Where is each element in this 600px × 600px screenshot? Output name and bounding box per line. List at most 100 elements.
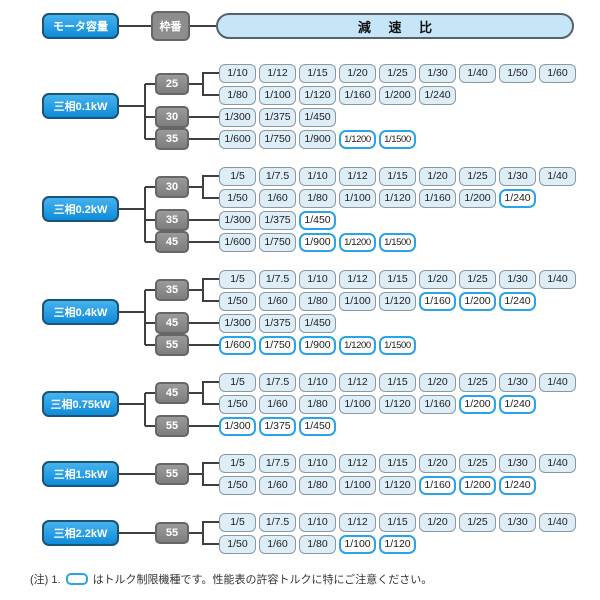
connector-line <box>119 311 145 313</box>
frame-number-header-box: 枠番 <box>151 11 190 41</box>
ratio-box-torque-limited: 1/200 <box>459 291 496 311</box>
ratio-box-torque-limited: 1/240 <box>499 188 536 208</box>
motor-capacity-box: 三相0.1kW <box>42 93 119 119</box>
frame-number-cell: 55 <box>155 334 189 356</box>
ratio-box: 1/450 <box>299 313 336 333</box>
ratio-box: 1/5 <box>219 372 256 392</box>
ratio-box-torque-limited: 1/240 <box>499 394 536 414</box>
ratio-box: 1/30 <box>499 453 536 473</box>
ratio-box: 1/15 <box>299 63 336 83</box>
ratio-box: 1/7.5 <box>259 166 296 186</box>
ratio-box: 1/50 <box>219 188 256 208</box>
ratio-box-torque-limited: 1/240 <box>499 291 536 311</box>
ratio-box: 1/80 <box>299 291 336 311</box>
connector-line <box>144 290 146 345</box>
ratio-box: 1/120 <box>379 394 416 414</box>
ratio-box-torque-limited: 1/750 <box>259 335 296 355</box>
frame-number-box: 45 <box>155 382 189 404</box>
ratio-box: 1/30 <box>499 512 536 532</box>
motor-capacity-box: 三相0.75kW <box>42 391 119 417</box>
ratio-box: 1/80 <box>299 534 336 554</box>
frame-number-cell: 30 <box>155 106 189 128</box>
ratio-box: 1/40 <box>539 372 576 392</box>
connector-line <box>202 382 204 404</box>
frame-number-cell: 55 <box>155 522 189 544</box>
ratio-box: 1/20 <box>419 166 456 186</box>
frame-number-box: 25 <box>155 73 189 95</box>
frame-number-box: 55 <box>155 463 189 485</box>
ratio-box-torque-limited: 1/100 <box>339 534 376 554</box>
frame-number-cell: 30 <box>155 176 189 198</box>
ratio-box: 1/20 <box>419 453 456 473</box>
motor-capacity-cell: 三相0.75kW <box>42 391 119 417</box>
frame-number-cell: 45 <box>155 231 189 253</box>
frame-number-cell: 25 <box>155 73 189 95</box>
ratio-box-torque-limited: 1/200 <box>459 394 496 414</box>
ratio-box: 1/200 <box>379 85 416 105</box>
connector-line <box>144 393 146 426</box>
frame-number-cell: 55 <box>155 463 189 485</box>
ratio-box: 1/450 <box>299 107 336 127</box>
ratio-box: 1/375 <box>259 107 296 127</box>
ratio-box-torque-limited: 1/300 <box>219 416 256 436</box>
ratio-box-torque-limited: 1/200 <box>459 475 496 495</box>
ratio-box: 1/750 <box>259 232 296 252</box>
connector-line <box>144 84 146 139</box>
ratio-box: 1/240 <box>419 85 456 105</box>
ratio-box-torque-limited: 1/450 <box>299 416 336 436</box>
ratio-box: 1/10 <box>299 512 336 532</box>
ratio-box-torque-limited: 1/1200 <box>339 335 376 355</box>
ratio-box: 1/30 <box>499 372 536 392</box>
ratio-box: 1/20 <box>419 372 456 392</box>
motor-capacity-cell: 三相2.2kW <box>42 520 119 546</box>
ratio-box: 1/15 <box>379 512 416 532</box>
ratio-box: 1/600 <box>219 232 256 252</box>
frame-number-box: 55 <box>155 522 189 544</box>
ratio-box: 1/15 <box>379 269 416 289</box>
ratio-box: 1/5 <box>219 512 256 532</box>
frame-number-box: 30 <box>155 106 189 128</box>
connector-line <box>202 279 204 301</box>
ratio-box: 1/40 <box>539 269 576 289</box>
ratio-box: 1/12 <box>339 269 376 289</box>
ratio-box: 1/60 <box>539 63 576 83</box>
ratio-box: 1/25 <box>459 269 496 289</box>
ratio-box: 1/25 <box>459 453 496 473</box>
frame-number-box: 35 <box>155 128 189 150</box>
ratio-box: 1/25 <box>459 166 496 186</box>
connector-line <box>119 208 145 210</box>
ratio-box: 1/50 <box>219 291 256 311</box>
torque-limited-legend-box <box>65 573 88 585</box>
ratio-box-torque-limited: 1/240 <box>499 475 536 495</box>
frame-number-box: 35 <box>155 209 189 231</box>
ratio-box-torque-limited: 1/160 <box>419 291 456 311</box>
motor-capacity-header-cell: モータ容量 <box>42 13 119 39</box>
motor-capacity-box: 三相2.2kW <box>42 520 119 546</box>
ratio-box: 1/7.5 <box>259 269 296 289</box>
